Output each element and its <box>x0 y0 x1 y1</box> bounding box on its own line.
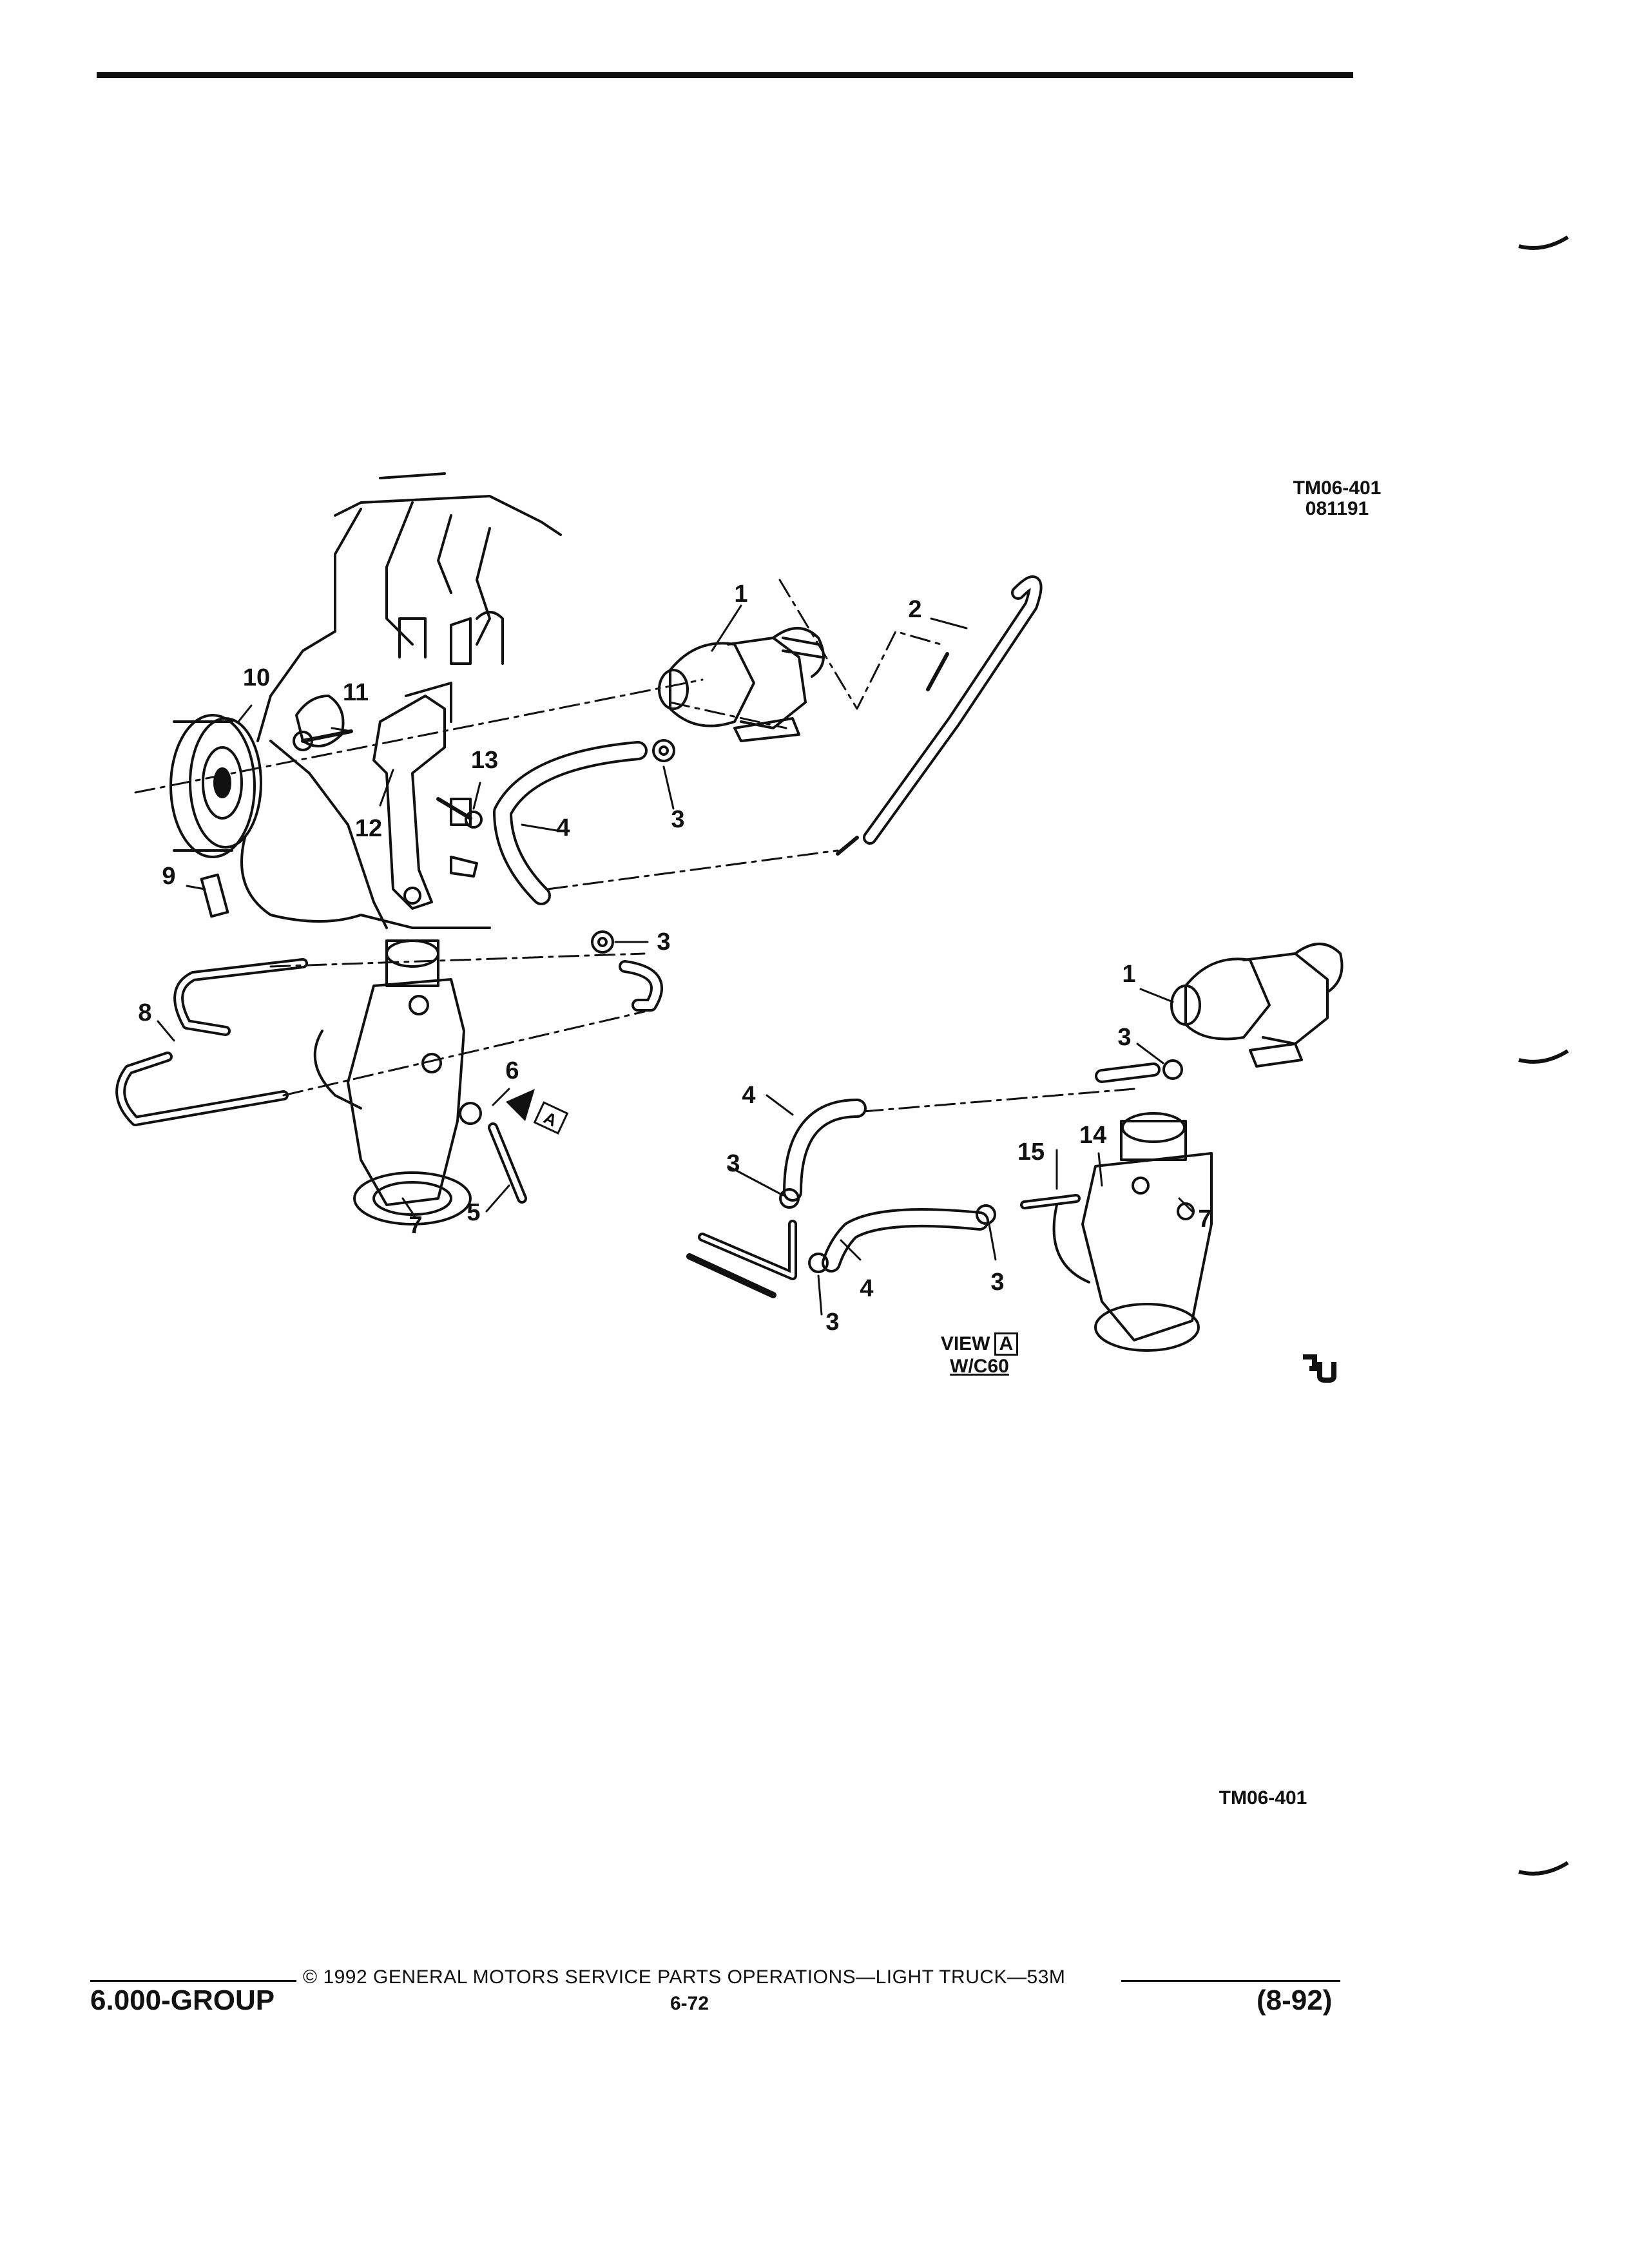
view-label-text: VIEW <box>940 1333 990 1354</box>
crop-mark-icon <box>1518 1049 1569 1064</box>
ref-date-text: 081191 <box>1305 498 1369 519</box>
crop-mark-icon <box>1518 235 1569 250</box>
callout-clamp-2: 3 <box>657 928 671 956</box>
view-a-clamps <box>779 1059 1183 1273</box>
ref-code-text: TM06-401 <box>1293 477 1382 499</box>
gm-su-logo-icon <box>1303 1354 1336 1383</box>
callout-bolt-13: 13 <box>470 747 499 774</box>
view-letter-box: A <box>994 1332 1019 1356</box>
clamp-top-2 <box>591 930 614 954</box>
callout-steering-line: 8 <box>138 999 152 1026</box>
callout-steering-gear: 7 <box>409 1212 423 1239</box>
power-steering-pump-main <box>658 627 825 742</box>
callout-fitting: 9 <box>162 863 176 890</box>
callout-bracket: 12 <box>354 815 383 842</box>
callout-view-a-gear: 7 <box>1198 1206 1212 1233</box>
callout-view-a-clamp-2: 3 <box>726 1150 740 1177</box>
callout-view-a-fitting-15: 15 <box>1017 1139 1045 1166</box>
callout-washer: 6 <box>505 1057 519 1084</box>
crank-pulley <box>169 714 262 858</box>
callout-view-a-hose-2: 4 <box>860 1275 874 1302</box>
view-subtitle: W/C60 <box>950 1356 1009 1377</box>
view-a-steering-gear <box>1020 1112 1213 1352</box>
callout-view-a-pump: 1 <box>1122 961 1136 988</box>
callout-pump: 1 <box>734 581 748 608</box>
footer-date: (8-92) <box>1257 1984 1333 2016</box>
callout-bolt-5: 5 <box>467 1199 481 1226</box>
view-a-return-hose <box>686 1062 1161 1298</box>
pressure-hose-top <box>836 575 1043 856</box>
clamp-top-1 <box>652 739 675 762</box>
callout-pressure-hose: 2 <box>908 596 922 623</box>
callout-clamp: 3 <box>671 806 685 833</box>
callout-view-a-clamp-4: 3 <box>825 1309 840 1336</box>
engine-block <box>240 472 562 929</box>
callout-view-a-clamp: 3 <box>1117 1024 1132 1051</box>
illustration-ref-bottom: TM06-401 <box>1219 1787 1307 1809</box>
footer-page-number: 6-72 <box>670 1993 709 2014</box>
callout-bolt-11: 11 <box>342 679 369 706</box>
header-rule <box>97 72 1353 78</box>
callout-crank-pulley: 10 <box>242 664 271 691</box>
pump-bracket <box>372 682 452 910</box>
callout-return-hose: 4 <box>556 814 570 841</box>
view-a-pump <box>1170 943 1344 1068</box>
footer-group: 6.000-GROUP <box>90 1984 275 2016</box>
illustration-ref-code: TM06-401 081191 <box>1273 478 1402 519</box>
footer-rule-right <box>1121 1980 1340 1982</box>
crop-mark-icon <box>1518 1861 1569 1876</box>
callout-view-a-clamp-3: 3 <box>990 1269 1005 1296</box>
callout-view-a-hose: 4 <box>742 1082 756 1109</box>
footer-copyright: © 1992 GENERAL MOTORS SERVICE PARTS OPER… <box>303 1966 1066 1988</box>
return-hose-top <box>493 741 648 905</box>
footer-rule-left <box>90 1980 296 1982</box>
steering-line <box>115 958 308 1126</box>
view-a-arrow: A <box>506 1089 569 1135</box>
callout-view-a-seal-14: 14 <box>1079 1122 1107 1149</box>
